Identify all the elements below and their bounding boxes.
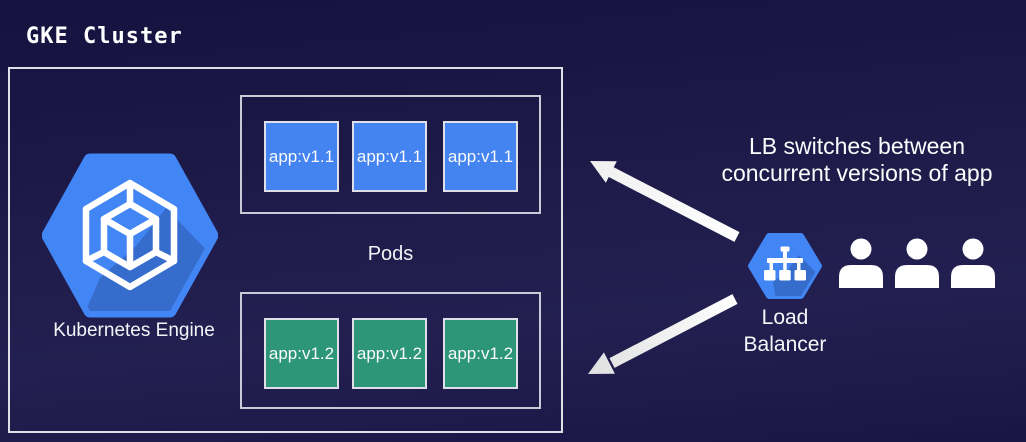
lb-annotation: LB switches between concurrent versions … [688, 133, 1026, 187]
load-balancer-hexagon-icon [748, 233, 822, 299]
pod-app-v1-1: app:v1.1 [264, 121, 339, 192]
diagram-title: GKE Cluster [26, 24, 183, 49]
pod-app-v1-1: app:v1.1 [443, 121, 518, 192]
kubernetes-engine-label: Kubernetes Engine [53, 320, 215, 341]
load-balancer-label-line2: Balancer [743, 333, 827, 356]
pod-app-v1-2: app:v1.2 [443, 318, 518, 389]
pods-group-v1-1: app:v1.1 app:v1.1 app:v1.1 [240, 95, 541, 214]
user-icon [839, 238, 883, 288]
pods-group-v1-2: app:v1.2 app:v1.2 app:v1.2 [240, 292, 541, 409]
gke-cluster-boundary: Kubernetes Engine app:v1.1 app:v1.1 app:… [8, 67, 563, 433]
pods-label: Pods [367, 243, 414, 265]
arrow-to-v1-pods-icon [590, 161, 740, 242]
users-group-icon [839, 238, 995, 288]
pod-app-v1-2: app:v1.2 [264, 318, 339, 389]
cube-in-hexagon-icon [82, 179, 178, 291]
load-balancer-label: Load Balancer [725, 304, 845, 358]
lb-arrows [588, 161, 740, 374]
load-balancer-label-line1: Load [761, 306, 809, 329]
network-tree-glyph-icon [764, 246, 806, 281]
user-icon [895, 238, 939, 288]
kubernetes-engine-hexagon-icon [42, 153, 218, 318]
user-icon [951, 238, 995, 288]
arrow-to-v2-pods-icon [588, 294, 738, 374]
load-balancer: Load Balancer [744, 232, 826, 356]
lb-annotation-line2: concurrent versions of app [721, 160, 993, 186]
pod-app-v1-2: app:v1.2 [352, 318, 427, 389]
lb-annotation-line1: LB switches between [748, 133, 966, 159]
pod-app-v1-1: app:v1.1 [352, 121, 427, 192]
